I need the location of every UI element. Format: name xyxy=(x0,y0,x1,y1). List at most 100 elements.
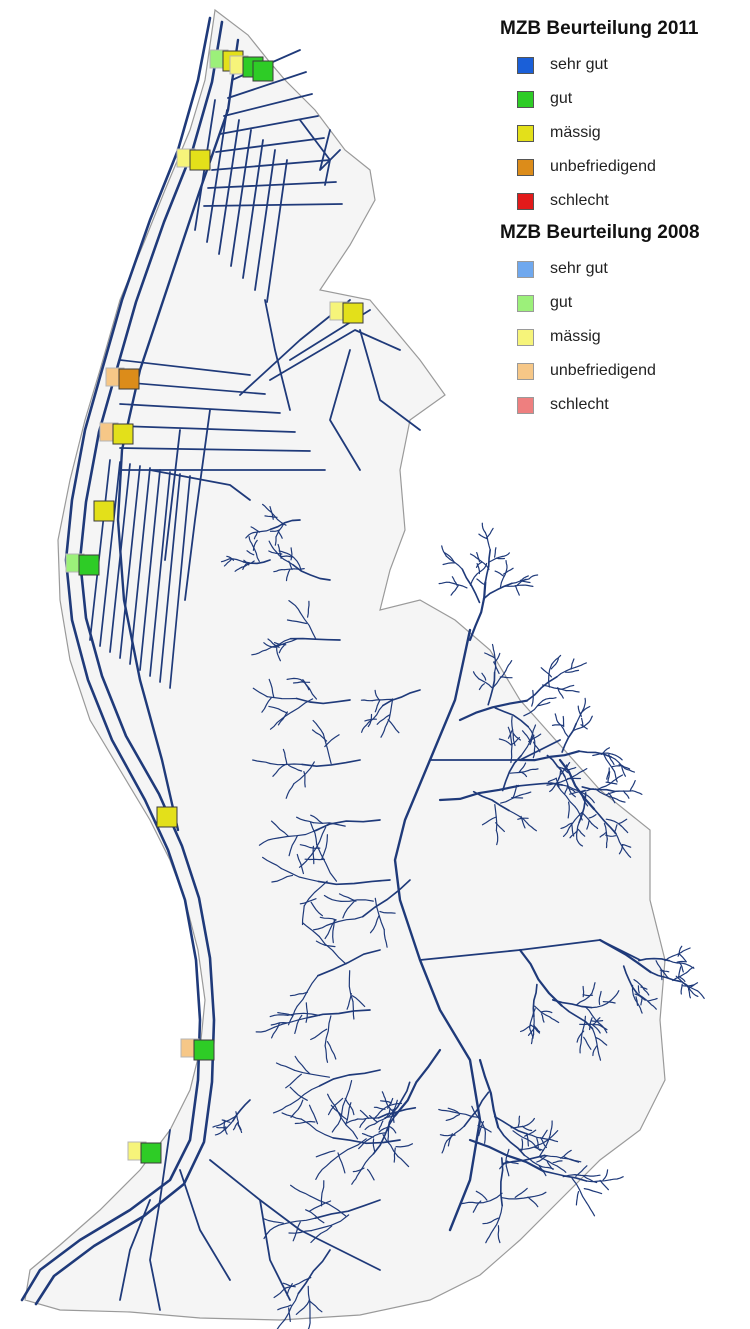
tributary xyxy=(613,774,624,782)
station-marker-2011 xyxy=(112,423,134,445)
tributary xyxy=(531,724,537,738)
tributary xyxy=(611,764,623,768)
tributary xyxy=(302,679,310,691)
tributary xyxy=(289,991,308,997)
drainage-channel xyxy=(218,119,240,255)
legend-swatch xyxy=(517,90,534,108)
tributary xyxy=(340,899,374,902)
tributary xyxy=(310,1028,328,1041)
tributary xyxy=(245,532,254,539)
tributary xyxy=(624,768,635,773)
tributary xyxy=(598,990,602,1005)
tributary xyxy=(295,697,351,705)
station-marker-2011 xyxy=(156,806,178,828)
tributary xyxy=(523,700,544,717)
tributary xyxy=(221,1119,231,1123)
tributary xyxy=(540,1013,545,1023)
tributary xyxy=(607,792,616,804)
tributary xyxy=(273,1287,287,1299)
tributary xyxy=(484,531,491,551)
tributary xyxy=(366,1132,386,1142)
tributary xyxy=(520,575,529,582)
tributary xyxy=(629,780,636,792)
tributary xyxy=(286,619,307,625)
tributary xyxy=(252,539,258,551)
tributary xyxy=(461,568,481,604)
station-marker-2011 xyxy=(193,1039,215,1061)
tributary xyxy=(299,844,321,849)
tributary xyxy=(250,526,260,533)
tributary xyxy=(395,1143,413,1148)
tributary xyxy=(495,557,505,560)
drainage-channel xyxy=(149,471,171,677)
tributary xyxy=(522,584,534,587)
tributary xyxy=(367,713,373,728)
tributary xyxy=(649,1002,657,1010)
tributary xyxy=(586,1174,601,1177)
tributary xyxy=(556,666,577,678)
tributary xyxy=(351,995,366,1008)
tributary xyxy=(288,1230,312,1234)
tributary xyxy=(575,707,585,725)
tributary xyxy=(275,550,294,566)
river-segment xyxy=(184,409,211,601)
tributary xyxy=(592,1017,601,1026)
tributary xyxy=(311,729,328,742)
tributary xyxy=(221,1120,234,1132)
tributary xyxy=(637,985,640,994)
station-marker-2011 xyxy=(189,149,211,171)
tributary xyxy=(526,1133,548,1140)
tributary xyxy=(278,550,291,556)
tributary xyxy=(269,1014,289,1018)
tributary xyxy=(289,1085,321,1106)
tributary xyxy=(286,677,302,681)
tributary xyxy=(477,558,490,570)
tributary xyxy=(526,675,558,702)
drainage-channel xyxy=(266,159,288,303)
tributary xyxy=(678,962,684,973)
tributary xyxy=(558,758,596,811)
tributary xyxy=(258,837,279,846)
legend-item-2011-massig: mässig xyxy=(500,116,750,150)
tributary xyxy=(376,714,391,725)
tributary xyxy=(562,767,569,774)
tributary xyxy=(677,976,686,982)
legend-item-2011-schlecht: schlecht xyxy=(500,184,750,218)
tributary xyxy=(550,658,559,670)
tributary xyxy=(276,1319,286,1329)
tributary xyxy=(307,600,310,618)
tributary xyxy=(527,768,539,772)
tributary xyxy=(613,797,626,803)
tributary xyxy=(507,726,512,741)
tributary xyxy=(282,748,288,765)
tributary xyxy=(529,1008,536,1029)
legend-label: gut xyxy=(550,294,573,311)
tributary xyxy=(508,809,528,824)
tributary xyxy=(377,1106,417,1119)
tributary xyxy=(638,957,671,962)
tributary xyxy=(438,1108,454,1113)
tributary xyxy=(299,612,317,640)
tributary xyxy=(381,1102,403,1112)
tributary xyxy=(469,570,482,586)
drainage-channel xyxy=(219,115,319,135)
tributary xyxy=(622,965,638,994)
tributary xyxy=(556,784,576,808)
legend-label: sehr gut xyxy=(550,260,608,277)
tributary xyxy=(387,1097,394,1109)
tributary xyxy=(301,905,305,926)
tributary xyxy=(621,765,626,777)
tributary xyxy=(530,1024,541,1034)
tributary xyxy=(307,1317,311,1329)
station-marker-2011 xyxy=(140,1142,162,1164)
tributary xyxy=(472,1200,482,1213)
tributary xyxy=(312,845,315,865)
tributary xyxy=(269,529,280,532)
tributary xyxy=(481,816,497,826)
tributary xyxy=(294,1055,311,1075)
tributary xyxy=(293,761,315,785)
tributary xyxy=(580,724,588,730)
legend-group-2011: MZB Beurteilung 2011 sehr gut gut mässig… xyxy=(500,18,750,218)
tributary xyxy=(310,1214,350,1232)
station-marker-2011 xyxy=(252,60,274,82)
